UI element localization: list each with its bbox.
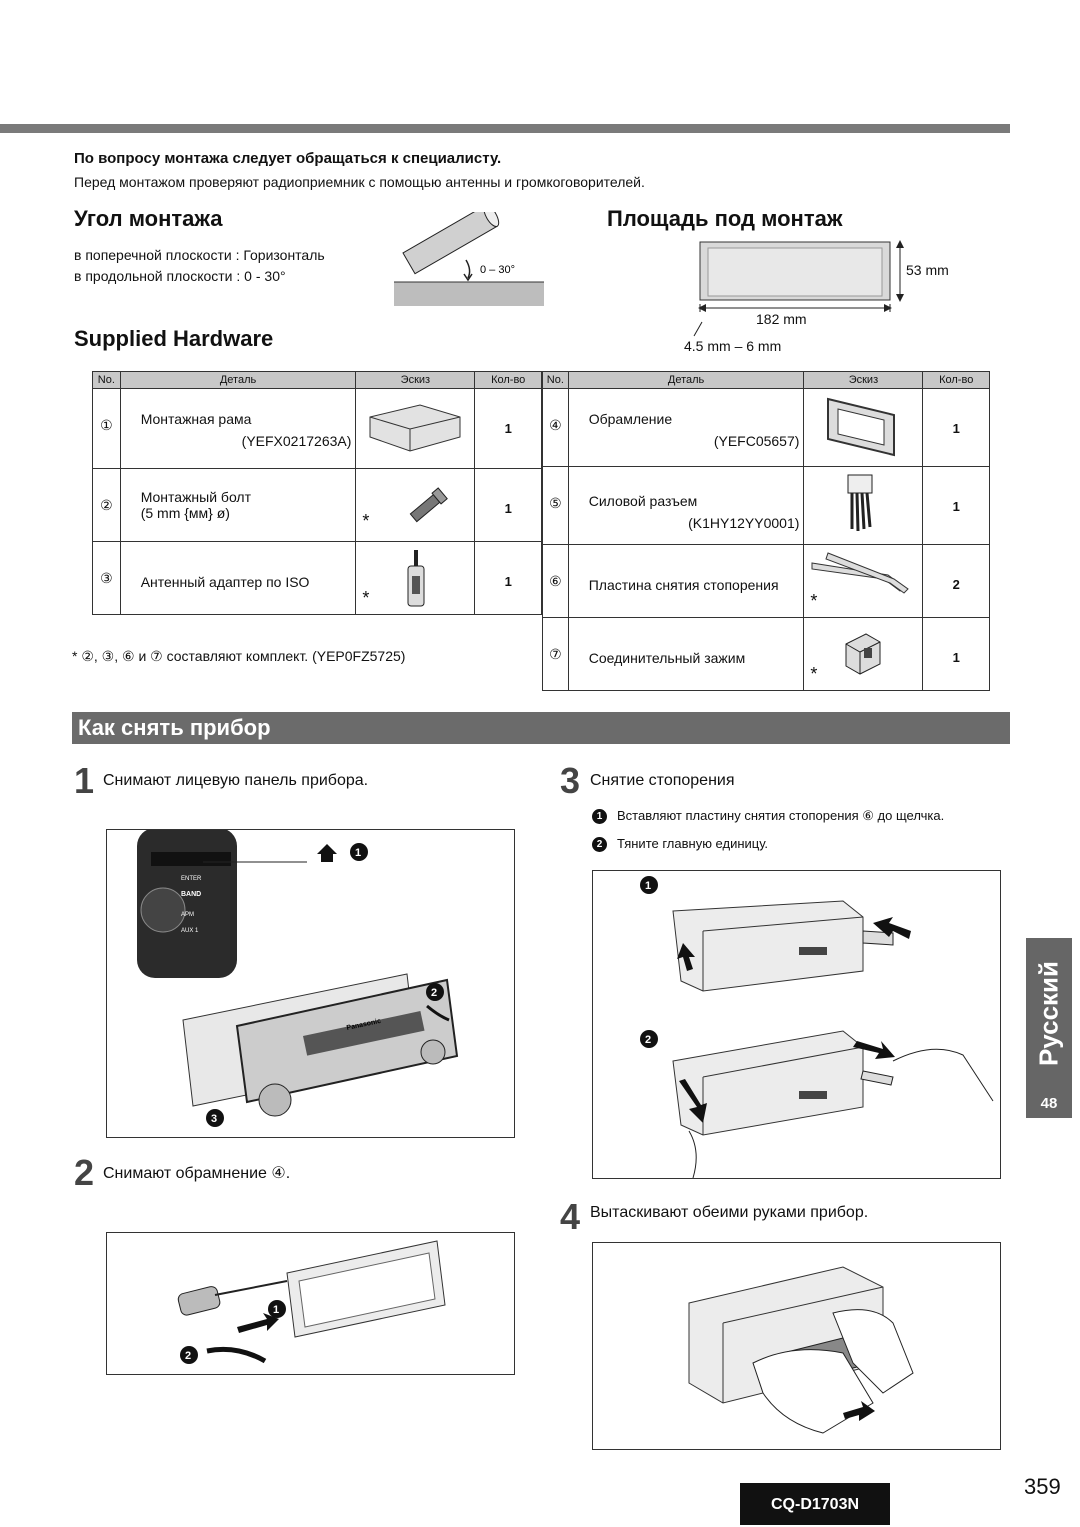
col-sketch: Эскиз xyxy=(355,371,476,389)
language-label: Русский xyxy=(1033,960,1064,1067)
col-no: No. xyxy=(92,371,121,389)
language-tab: Русский 48 xyxy=(1026,938,1072,1118)
table-row: ③ Антенный адаптер по ISO * 1 xyxy=(92,541,542,615)
svg-text:AUX 1: AUX 1 xyxy=(181,928,199,934)
model-badge: CQ-D1703N xyxy=(740,1483,890,1525)
table-row: ④ Обрамление(YEFC05657) 1 xyxy=(542,388,990,467)
mounting-frame-sketch xyxy=(369,404,461,452)
step1-number: 1 xyxy=(74,760,95,801)
area-heading: Площадь под монтаж xyxy=(607,206,843,231)
step3-text: Снятие стопорения xyxy=(590,772,735,789)
table-row: ② Монтажный болт (5 mm {мм} ø) * 1 xyxy=(92,468,542,542)
col-qty: Кол-во xyxy=(474,371,542,389)
step2-number: 2 xyxy=(74,1152,95,1193)
svg-text:1: 1 xyxy=(355,847,361,859)
section-page: 48 xyxy=(1040,1095,1058,1112)
svg-text:APM: APM xyxy=(181,912,194,918)
iso-adapter-sketch xyxy=(407,550,425,607)
area-height: 53 mm xyxy=(906,262,949,278)
area-figure xyxy=(693,240,904,337)
notice-text: Перед монтажом проверяют радиоприемник с… xyxy=(74,174,645,190)
angle-figure: 0 – 30° xyxy=(394,212,544,306)
step1-text: Снимают лицевую панель прибора. xyxy=(103,772,369,789)
svg-text:1: 1 xyxy=(273,1304,279,1316)
parts-table-left: No. Деталь Эскиз Кол-во ① Монтажная рама… xyxy=(92,371,542,615)
release-plate-sketch xyxy=(811,552,910,594)
table-row: ⑤ Силовой разъем(K1HY12YY0001) 1 xyxy=(542,466,990,545)
removal-heading-bar: Как снять прибор xyxy=(72,712,1010,744)
svg-text:2: 2 xyxy=(645,1034,651,1046)
bolt-sketch xyxy=(410,487,449,523)
svg-text:ENTER: ENTER xyxy=(181,876,202,882)
area-width: 182 mm xyxy=(756,311,807,327)
table-row: ① Монтажная рама(YEFX0217263A) 1 xyxy=(92,388,542,469)
removal-heading: Как снять прибор xyxy=(78,715,271,740)
power-connector-sketch xyxy=(847,474,873,532)
svg-text:BAND: BAND xyxy=(181,891,201,898)
step4-text: Вытаскивают обеими руками прибор. xyxy=(590,1204,869,1221)
hardware-heading: Supplied Hardware xyxy=(74,326,274,351)
svg-text:2: 2 xyxy=(185,1350,191,1362)
notice-title: По вопросу монтажа следует обращаться к … xyxy=(74,150,502,167)
svg-text:3: 3 xyxy=(211,1113,217,1125)
table-row: ⑥ Пластина снятия стопорения * 2 xyxy=(542,544,990,618)
connector-clip-sketch xyxy=(845,633,881,675)
step1-figure: ENTER BAND APM AUX 1 1 Panasonic 2 3 xyxy=(106,828,515,1138)
step3-figure: 1 2 xyxy=(592,870,1001,1179)
col-part: Деталь xyxy=(119,371,357,389)
angle-heading: Угол монтажа xyxy=(74,206,223,231)
step3-number: 3 xyxy=(560,760,581,801)
step2-text: Снимают обрамнение ④. xyxy=(103,1165,291,1182)
angle-line1: в поперечной плоскости : Горизонталь xyxy=(74,247,325,263)
escutcheon-sketch xyxy=(827,397,896,457)
hardware-note: * ②, ③, ⑥ и ⑦ составляют комплект. (YEP0… xyxy=(72,648,406,664)
parts-table-right: No. Деталь Эскиз Кол-во ④ Обрамление(YEF… xyxy=(542,371,990,691)
area-thickness: 4.5 mm – 6 mm xyxy=(684,338,782,354)
table-row: ⑦ Соединительный зажим * 1 xyxy=(542,617,990,691)
angle-line2: в продольной плоскости : 0 - 30° xyxy=(74,268,286,284)
step2-figure: 1 2 xyxy=(106,1232,515,1375)
step4-number: 4 xyxy=(560,1196,581,1237)
top-rule xyxy=(0,124,1010,133)
svg-text:2: 2 xyxy=(431,987,437,999)
step4-figure xyxy=(592,1242,1001,1450)
page-number: 359 xyxy=(1024,1474,1061,1499)
svg-text:1: 1 xyxy=(645,880,651,892)
angle-fig-label: 0 – 30° xyxy=(480,264,515,276)
